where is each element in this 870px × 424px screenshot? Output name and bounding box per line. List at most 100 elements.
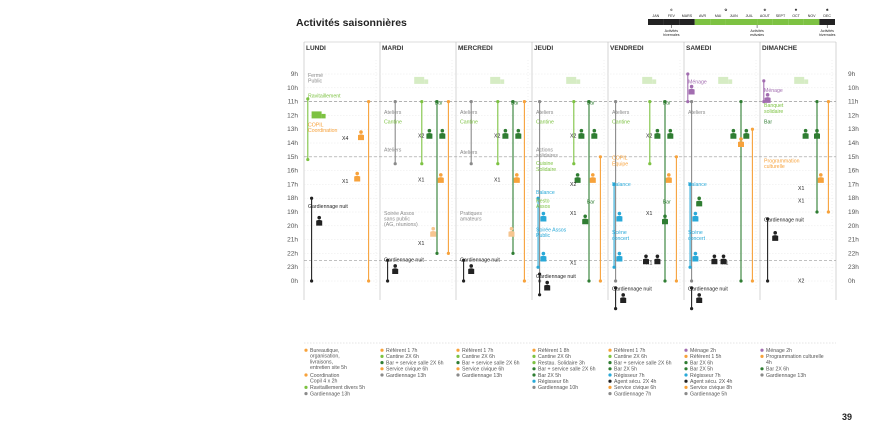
legend-dot — [684, 385, 688, 389]
chart-annotation: Gardiennage nuit — [384, 258, 424, 264]
timeline-end-dot — [766, 279, 770, 283]
legend-dot — [380, 361, 384, 365]
timeline-end-dot — [420, 162, 424, 166]
truck-icon-cab — [728, 79, 733, 84]
person-icon — [591, 132, 598, 139]
timeline-start-dot — [614, 100, 618, 104]
day-header: DIMANCHE — [762, 45, 798, 52]
legend-entry: Gardiennage 10h — [538, 385, 578, 391]
person-icon — [696, 297, 703, 303]
bar-label: Bar — [587, 100, 595, 106]
person-icon-head — [803, 128, 808, 133]
chart-annotation: X4 — [342, 136, 348, 142]
season-month-label: AOUT — [760, 14, 771, 18]
chart-annotation: X2 — [798, 278, 804, 284]
timeline-start-dot — [572, 100, 576, 104]
bar-label: Bar — [511, 100, 519, 106]
person-icon — [688, 88, 695, 95]
timeline-start-dot — [686, 72, 690, 76]
legend-entry: Gardiennage 13h — [766, 373, 806, 379]
timeline-start-dot — [598, 155, 603, 159]
chart-annotation: X1 — [646, 211, 652, 217]
person-icon-head — [516, 128, 521, 133]
person-icon-head — [689, 84, 694, 89]
hour-label-right: 23h — [848, 264, 859, 271]
bar-label: Bar — [663, 200, 671, 206]
truck-icon-cab — [576, 79, 581, 84]
person-icon — [802, 132, 809, 139]
legend-entry: Agent sécu. 2X 4h — [690, 379, 733, 385]
person-icon-head — [731, 128, 736, 133]
chart-annotation: Gardiennage nuit — [688, 287, 728, 293]
person-icon-head — [541, 211, 546, 216]
season-icon: ✲ — [670, 8, 674, 12]
chart-annotation: Cantine — [460, 120, 478, 126]
hour-label-right: 19h — [848, 209, 859, 216]
page-number: 39 — [842, 412, 853, 422]
legend-entry: Gardiennage 13h — [386, 373, 426, 379]
day-header: MERCREDI — [458, 45, 493, 52]
season-month-bar — [772, 19, 789, 25]
chart-annotation: X2 — [418, 133, 424, 139]
hour-label-right: 11h — [848, 99, 859, 106]
chart-annotation: Cantine — [536, 120, 554, 126]
season-icon: ✿ — [724, 8, 728, 12]
timeline-end-dot — [536, 265, 540, 269]
truck-icon — [718, 76, 729, 84]
timeline-start-dot — [739, 100, 743, 104]
legend-dot — [608, 385, 612, 389]
timeline-start-dot — [393, 100, 397, 104]
timeline-end-dot — [587, 279, 591, 283]
season-month-bar — [710, 19, 726, 25]
person-icon-head — [765, 93, 770, 97]
timeline-end-dot — [310, 279, 314, 283]
chart-annotation: Ateliers — [688, 110, 706, 116]
legend-entry: Service civique 6h — [614, 385, 656, 391]
timeline-start-dot — [511, 100, 515, 104]
person-icon-head — [575, 173, 580, 177]
person-icon — [582, 218, 589, 225]
person-icon — [720, 258, 727, 265]
timeline-end-dot — [674, 279, 679, 283]
legend-dot — [608, 361, 612, 365]
person-icon-head — [712, 254, 717, 259]
day-header: JEUDI — [534, 45, 553, 52]
person-icon-head — [591, 173, 595, 177]
timeline-start-dot — [420, 100, 424, 104]
legend-entry: Gardiennage 13h — [310, 391, 350, 397]
legend-dot — [684, 354, 688, 358]
legend-dot — [608, 392, 612, 396]
season-month-label: SEPT — [776, 14, 786, 18]
legend-dot — [304, 348, 308, 352]
person-icon-head — [668, 128, 673, 133]
timeline-start-dot — [310, 196, 314, 200]
person-icon — [743, 132, 750, 139]
chart-annotation: X1 — [570, 260, 576, 266]
person-icon-head — [697, 293, 701, 297]
chart-annotation: Ateliers — [460, 150, 478, 156]
hour-label: 11h — [288, 99, 299, 106]
chart-annotation: X1 — [418, 241, 424, 247]
chart-annotation: X1 — [494, 178, 500, 184]
legend-entry: Bar 2X 6h — [766, 367, 789, 373]
legend-entry: Service civique 8h — [690, 385, 732, 391]
season-icon: ❀ — [763, 8, 767, 12]
timeline-start-dot — [587, 100, 591, 104]
hour-label: 14h — [287, 140, 298, 147]
person-icon — [316, 219, 323, 226]
legend-dot — [532, 348, 536, 352]
legend-dot — [456, 354, 460, 358]
timeline-start-dot — [762, 79, 766, 83]
person-icon-head — [431, 226, 436, 231]
season-month-label: MAI — [715, 14, 721, 18]
legend-dot — [380, 348, 384, 352]
person-icon — [730, 132, 737, 139]
person-icon — [468, 268, 475, 274]
person-icon-head — [583, 214, 587, 219]
timeline-start-dot — [614, 286, 618, 290]
person-icon-head — [515, 173, 519, 177]
legend-entry: Bar 2X 5h — [690, 367, 713, 373]
